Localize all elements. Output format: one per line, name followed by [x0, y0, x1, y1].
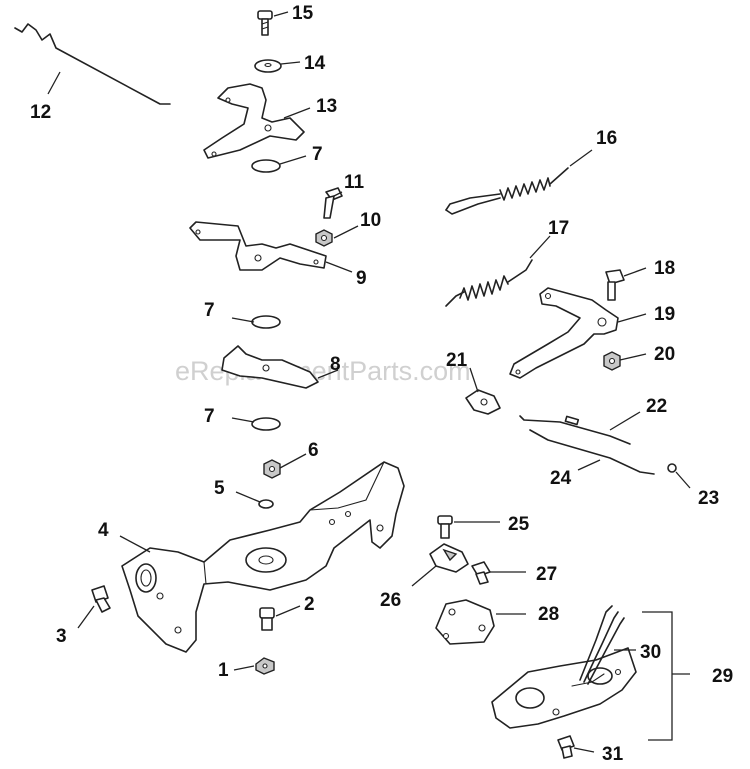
callout-14: 14 — [304, 53, 326, 74]
callout-19: 19 — [654, 304, 675, 325]
part-27-screw — [471, 561, 491, 585]
callout-31: 31 — [602, 744, 624, 765]
part-28-plate — [435, 599, 495, 645]
part-17-spring — [445, 259, 533, 307]
bracket-29 — [642, 611, 690, 741]
part-6-nut — [263, 459, 281, 479]
callout-7-middle: 7 — [204, 300, 215, 321]
callout-2: 2 — [304, 594, 315, 615]
callout-30: 30 — [640, 642, 661, 663]
part-18-bolt — [605, 269, 625, 301]
callout-10: 10 — [360, 210, 381, 231]
part-15-screw — [257, 10, 273, 36]
callout-22: 22 — [646, 396, 667, 417]
part-31-screw — [557, 735, 575, 759]
leader-lines — [47, 11, 691, 753]
part-9-lever-plate — [189, 221, 327, 271]
part-20-nut — [603, 351, 621, 371]
part-2-screw — [259, 607, 275, 631]
callout-24: 24 — [550, 468, 572, 489]
part-7-washer-bottom — [251, 417, 281, 431]
callout-27: 27 — [536, 564, 557, 585]
callout-16: 16 — [596, 128, 617, 149]
part-4-main-bracket — [121, 461, 405, 653]
callout-1: 1 — [218, 660, 229, 681]
part-7-washer-top — [251, 159, 281, 173]
callout-20: 20 — [654, 344, 675, 365]
part-21-clip — [465, 389, 501, 415]
callout-labels: 15 14 12 13 7 11 10 9 16 17 18 19 20 7 8… — [30, 3, 733, 765]
callout-28: 28 — [538, 604, 559, 625]
callout-17: 17 — [548, 218, 569, 239]
part-7-washer-middle — [251, 315, 281, 329]
callout-11: 11 — [344, 172, 365, 193]
part-19-throttle-lever — [509, 287, 619, 379]
part-26-clamp — [429, 543, 469, 573]
callout-7-top: 7 — [312, 144, 323, 165]
callout-3: 3 — [56, 626, 67, 647]
part-23-clip — [667, 463, 677, 473]
callout-9: 9 — [356, 268, 367, 289]
part-8-bracket-plate — [221, 345, 319, 389]
part-11-bolt — [323, 187, 343, 219]
callout-5: 5 — [214, 478, 225, 499]
part-1-nut — [255, 657, 275, 675]
callout-21: 21 — [446, 350, 468, 371]
callout-23: 23 — [698, 488, 719, 509]
part-24-rod — [529, 429, 655, 475]
part-10-nut — [315, 229, 333, 247]
callout-15: 15 — [292, 3, 314, 24]
callout-25: 25 — [508, 514, 530, 535]
part-13-lever-bracket — [203, 83, 305, 159]
part-12-rod — [14, 23, 171, 105]
callout-12: 12 — [30, 102, 51, 123]
callout-7-bottom: 7 — [204, 406, 215, 427]
callout-8: 8 — [330, 354, 341, 375]
part-29-control-bracket — [491, 647, 637, 729]
callout-29: 29 — [712, 666, 733, 687]
part-25-screw — [437, 515, 453, 539]
callout-13: 13 — [316, 96, 337, 117]
part-3-screw — [91, 585, 111, 613]
callout-6: 6 — [308, 440, 319, 461]
part-14-washer — [254, 59, 282, 73]
part-16-spring — [445, 167, 569, 215]
callout-4: 4 — [98, 520, 109, 541]
part-30-lever-wires — [571, 605, 625, 687]
callout-26: 26 — [380, 590, 401, 611]
part-22-rod — [519, 415, 631, 445]
part-5-washer — [258, 499, 274, 509]
callout-18: 18 — [654, 258, 675, 279]
watermark-text: eReplacementParts.com — [175, 356, 471, 386]
